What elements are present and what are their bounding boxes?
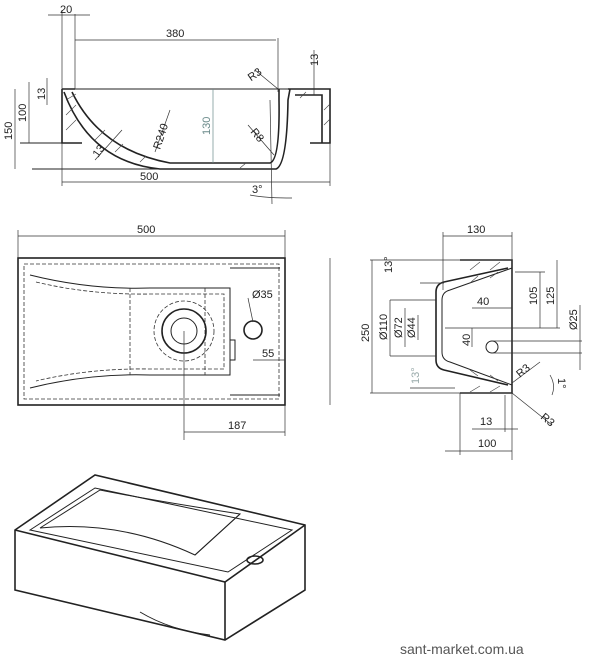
dim-13deg-top: 13°: [383, 256, 395, 273]
dim-40-horizontal: 40: [477, 296, 489, 308]
dim-13-right: 13: [309, 54, 321, 66]
dim-13-bottom: 13: [480, 416, 492, 428]
dim-r3-lower: R3: [538, 411, 556, 429]
section-view: 20 380 R3 13 13 100 150 R240 130 R8 13 5…: [3, 4, 331, 205]
dim-500: 500: [140, 171, 158, 183]
plan-view: 500 Ø35 55 187: [17, 224, 331, 440]
dim-13deg-bottom: 13°: [410, 367, 422, 384]
dim-125: 125: [545, 287, 557, 305]
dim-13-left: 13: [36, 88, 48, 100]
dim-d44: Ø44: [406, 317, 418, 338]
dim-3deg: 3°: [252, 184, 263, 196]
dim-130-side: 130: [467, 224, 485, 236]
dim-r8: R8: [248, 126, 266, 144]
dim-r3: R3: [246, 66, 264, 84]
dim-100: 100: [17, 104, 29, 122]
dim-d35: Ø35: [252, 289, 273, 301]
dim-187: 187: [228, 420, 246, 432]
dim-13-wall: 13: [91, 143, 108, 160]
dim-55: 55: [262, 348, 274, 360]
dim-d25: Ø25: [568, 309, 580, 330]
side-view: 130 13° 105 125 40 Ø110 Ø72 Ø44 Ø25 40 R…: [360, 224, 582, 460]
dim-d110: Ø110: [378, 314, 390, 340]
dim-20: 20: [60, 4, 72, 16]
dim-105: 105: [528, 287, 540, 305]
dim-100-side: 100: [478, 438, 496, 450]
dim-d72: Ø72: [393, 317, 405, 338]
dim-150: 150: [3, 122, 15, 140]
dim-1deg: 1°: [555, 378, 567, 389]
dim-r240: R240: [151, 122, 171, 151]
dim-40-vertical: 40: [461, 334, 473, 346]
dim-130: 130: [201, 117, 213, 135]
dim-250-side: 250: [360, 324, 372, 342]
dim-380: 380: [166, 28, 184, 40]
isometric-view: [14, 474, 306, 641]
dim-500-plan: 500: [137, 224, 155, 236]
dim-r3-upper: R3: [514, 362, 532, 380]
watermark: sant-market.com.ua: [400, 641, 524, 657]
